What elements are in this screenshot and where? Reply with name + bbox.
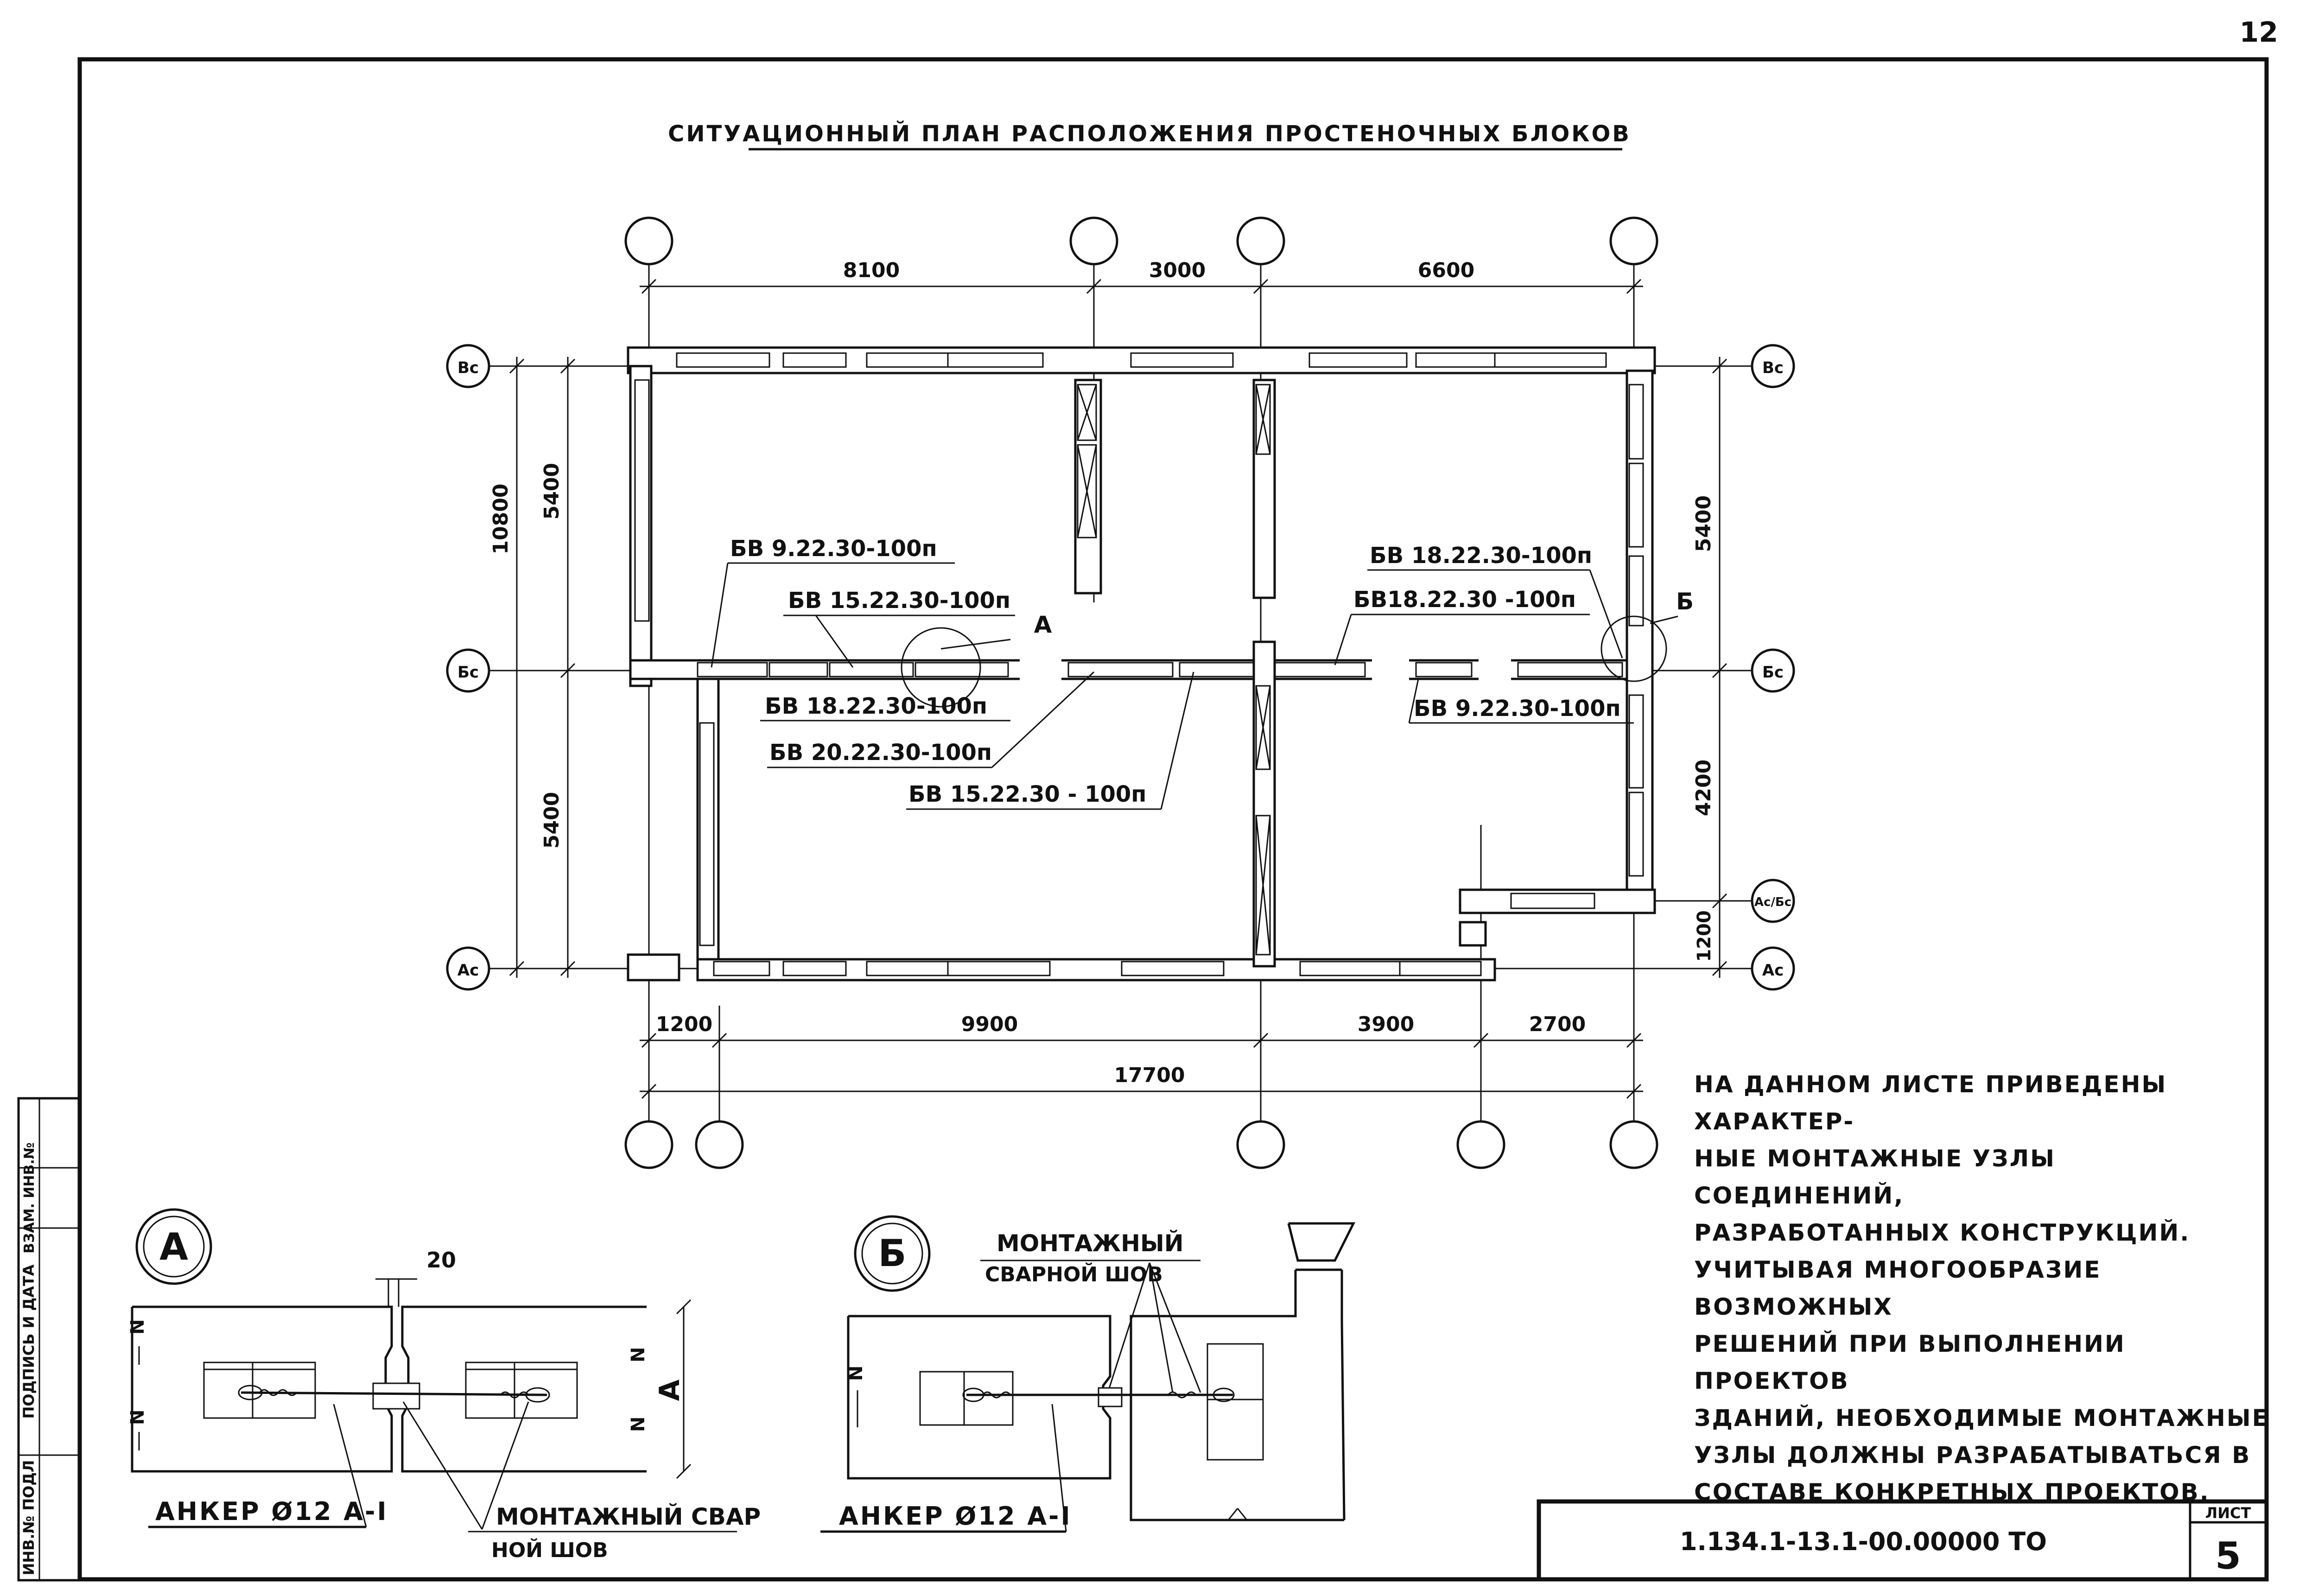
note-line: СОСТАВЕ КОНКРЕТНЫХ ПРОЕКТОВ. — [1694, 1479, 2210, 1506]
sheet-number: 5 — [2215, 1534, 2241, 1577]
svg-text:НОЙ ШОВ: НОЙ ШОВ — [491, 1538, 608, 1562]
svg-text:5400: 5400 — [540, 792, 564, 849]
svg-text:1200: 1200 — [656, 1013, 712, 1036]
svg-text:3900: 3900 — [1358, 1013, 1414, 1036]
svg-text:А: А — [654, 1379, 686, 1401]
svg-text:10800: 10800 — [489, 483, 513, 554]
note-line: НА ДАННОМ ЛИСТЕ ПРИВЕДЕНЫ ХАРАКТЕР- — [1694, 1071, 2167, 1135]
svg-text:БВ 18.22.30-100п: БВ 18.22.30-100п — [765, 693, 987, 719]
dimension-lines — [509, 279, 1727, 1099]
svg-text:N: N — [628, 1347, 649, 1362]
svg-text:5400: 5400 — [540, 463, 564, 519]
svg-text:БВ 9.22.30-100п: БВ 9.22.30-100п — [1414, 696, 1621, 722]
svg-text:N: N — [127, 1410, 148, 1425]
general-note: НА ДАННОМ ЛИСТЕ ПРИВЕДЕНЫ ХАРАКТЕР- НЫЕ … — [1694, 1066, 2274, 1511]
svg-text:8100: 8100 — [843, 259, 900, 282]
note-line: ЗДАНИЙ, НЕОБХОДИМЫЕ МОНТАЖНЫЕ — [1694, 1405, 2269, 1431]
svg-text:Б: Б — [878, 1232, 907, 1275]
walls — [627, 346, 1656, 982]
svg-text:БВ 15.22.30 - 100п: БВ 15.22.30 - 100п — [908, 781, 1146, 807]
svg-text:6600: 6600 — [1418, 259, 1474, 282]
svg-text:Вс: Вс — [457, 359, 479, 377]
svg-text:N: N — [127, 1319, 148, 1335]
title-block: 1.134.1-13.1-00.00000 ТО ЛИСТ 5 — [1537, 1499, 2269, 1582]
axis-bubbles-bottom — [624, 1120, 1658, 1169]
svg-text:АНКЕР Ø12 А-I: АНКЕР Ø12 А-I — [155, 1497, 388, 1526]
svg-text:БВ 15.22.30-100п: БВ 15.22.30-100п — [788, 588, 1010, 614]
svg-text:Ас/Бс: Ас/Бс — [1754, 895, 1791, 909]
drawing-title: СИТУАЦИОННЫЙ ПЛАН РАСПОЛОЖЕНИЯ ПРОСТЕНОЧ… — [668, 120, 1631, 147]
detail-a: А 20 N N N N А — [127, 1208, 761, 1562]
doc-code: 1.134.1-13.1-00.00000 ТО — [1680, 1527, 2047, 1556]
block-labels: БВ 9.22.30-100п БВ 15.22.30-100п БВ 18.2… — [711, 536, 1634, 810]
note-line: УЧИТЫВАЯ МНОГООБРАЗИЕ ВОЗМОЖНЫХ — [1694, 1256, 2102, 1320]
svg-text:Бс: Бс — [457, 663, 479, 682]
svg-text:ПОДПИСЬ И ДАТА: ПОДПИСЬ И ДАТА — [20, 1264, 38, 1419]
callout-a: А — [901, 611, 1052, 708]
svg-text:А: А — [1034, 611, 1052, 638]
axis-bubbles-top — [624, 216, 1658, 266]
svg-text:МОНТАЖНЫЙ СВАР: МОНТАЖНЫЙ СВАР — [496, 1503, 761, 1530]
side-stamp: ИНВ.№ ПОДЛ ПОДПИСЬ И ДАТА ВЗАМ. ИНВ.№ — [17, 1097, 81, 1582]
svg-text:4200: 4200 — [1692, 760, 1715, 816]
svg-text:N: N — [845, 1366, 867, 1381]
note-line: НЫЕ МОНТАЖНЫЕ УЗЛЫ СОЕДИНЕНИЙ, — [1694, 1145, 2056, 1209]
svg-text:МОНТАЖНЫЙ: МОНТАЖНЫЙ — [997, 1229, 1184, 1257]
svg-text:Вс: Вс — [1762, 359, 1784, 377]
svg-text:Бс: Бс — [1762, 663, 1784, 682]
svg-text:Ас: Ас — [457, 961, 479, 980]
svg-text:ИНВ.№ ПОДЛ: ИНВ.№ ПОДЛ — [20, 1460, 38, 1576]
svg-text:Б: Б — [1676, 588, 1694, 615]
svg-text:БВ 20.22.30-100п: БВ 20.22.30-100п — [769, 740, 992, 766]
plan-view: Вс Бс Ас Вс Бс Ас/Бс Ас — [446, 216, 1795, 1169]
axis-bubbles-left: Вс Бс Ас — [446, 344, 490, 991]
svg-text:БВ 18.22.30-100п: БВ 18.22.30-100п — [1370, 543, 1592, 569]
svg-text:9900: 9900 — [961, 1013, 1018, 1036]
detail-b: Б МОНТАЖНЫЙ СВАРНОЙ ШОВ N АНКЕР Ø12 А-I — [820, 1215, 1356, 1533]
note-line: УЗЛЫ ДОЛЖНЫ РАЗРАБАТЫВАТЬСЯ В — [1694, 1442, 2251, 1469]
svg-text:Ас: Ас — [1762, 961, 1784, 980]
svg-text:2700: 2700 — [1529, 1013, 1586, 1036]
callout-b: Б — [1600, 588, 1694, 682]
svg-text:17700: 17700 — [1114, 1064, 1185, 1087]
dimension-texts: 8100 3000 6600 1200 9900 3900 2700 17700… — [489, 259, 1715, 1087]
note-line: РАЗРАБОТАННЫХ КОНСТРУКЦИЙ. — [1694, 1219, 2191, 1246]
svg-text:N: N — [628, 1417, 649, 1432]
svg-text:3000: 3000 — [1149, 259, 1206, 282]
svg-text:СВАРНОЙ ШОВ: СВАРНОЙ ШОВ — [985, 1262, 1163, 1286]
page-number: 12 — [2240, 16, 2279, 49]
svg-text:ВЗАМ. ИНВ.№: ВЗАМ. ИНВ.№ — [21, 1142, 38, 1254]
sheet-label: ЛИСТ — [2205, 1504, 2251, 1522]
sheet-frame — [77, 57, 2269, 1582]
svg-text:БВ18.22.30 -100п: БВ18.22.30 -100п — [1353, 587, 1576, 613]
svg-text:5400: 5400 — [1692, 495, 1715, 552]
svg-text:20: 20 — [426, 1248, 456, 1273]
svg-text:БВ 9.22.30-100п: БВ 9.22.30-100п — [730, 536, 937, 562]
svg-text:А: А — [159, 1225, 188, 1268]
svg-text:АНКЕР Ø12 А-I: АНКЕР Ø12 А-I — [839, 1501, 1072, 1531]
axis-bubbles-right: Вс Бс Ас/Бс Ас — [1751, 344, 1795, 991]
note-line: РЕШЕНИЙ ПРИ ВЫПОЛНЕНИИ ПРОЕКТОВ — [1694, 1330, 2126, 1394]
svg-text:1200: 1200 — [1694, 910, 1715, 962]
